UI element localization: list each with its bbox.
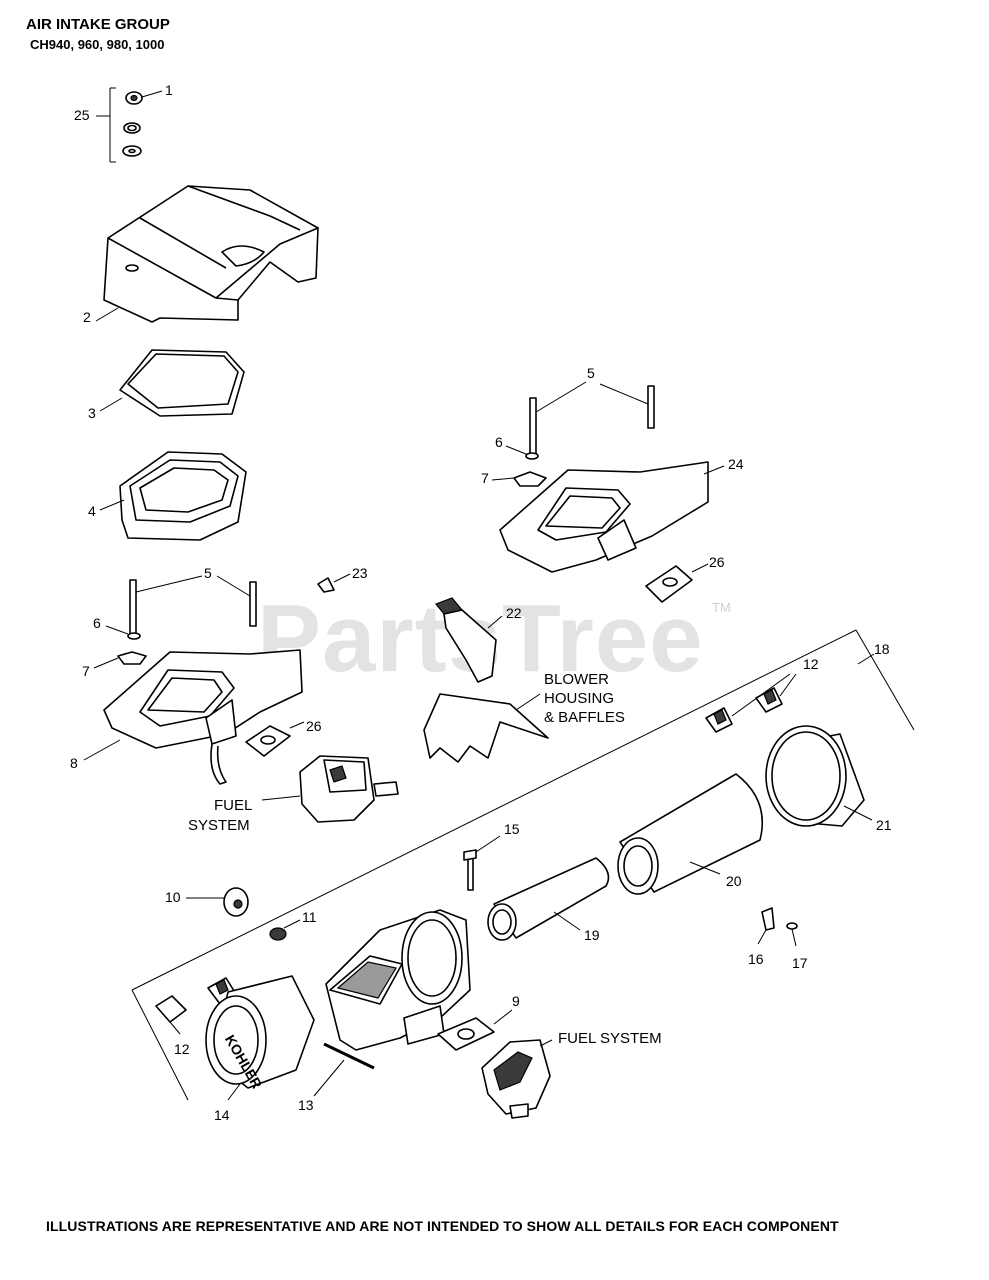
assembly-outline-18 [131,629,915,1101]
callout-16: 16 [748,951,764,967]
part-16-clip[interactable] [757,907,775,945]
part-6-washer-left[interactable] [105,625,141,640]
part-22-intake-duct[interactable] [435,597,503,683]
callout-7-left: 7 [82,663,90,679]
trademark-symbol: TM [712,600,731,615]
part-23-clip[interactable] [317,573,351,593]
part-4-air-filter-element[interactable] [99,451,247,541]
note-fuel-left-line1: FUEL [214,797,252,814]
part-6-washer-right[interactable] [505,445,539,460]
part-9-gasket[interactable] [437,1009,513,1051]
callout-26-left: 26 [306,718,322,734]
part-17-screw[interactable] [786,922,798,947]
part-5-studs-left[interactable] [129,575,257,639]
callout-5-right: 5 [587,365,595,381]
fuel-system-carburetor-right[interactable] [481,1039,553,1119]
callout-21: 21 [876,817,892,833]
note-fuel-right: FUEL SYSTEM [558,1030,662,1047]
part-25-washers[interactable] [122,122,142,157]
callout-9: 9 [512,993,520,1009]
part-5-studs-right[interactable] [529,381,655,455]
callout-14: 14 [214,1107,230,1123]
part-2-air-cleaner-cover[interactable] [95,185,319,323]
part-3-precleaner[interactable] [99,349,245,417]
part-19-inner-filter-element[interactable] [487,857,610,941]
callout-20: 20 [726,873,742,889]
part-21-filter-cover-ring[interactable] [765,725,873,827]
part-8-air-cleaner-base[interactable] [83,649,303,785]
callout-12-right: 12 [803,656,819,672]
callout-6-left: 6 [93,615,101,631]
note-fuel-left-line2: SYSTEM [188,817,250,834]
callout-22: 22 [506,605,522,621]
diagram-title: AIR INTAKE GROUP [26,16,170,33]
air-cleaner-housing[interactable] [325,909,471,1051]
part-24-air-cleaner-base-right[interactable] [499,461,725,573]
callout-17: 17 [792,955,808,971]
part-7-bracket-right[interactable] [491,471,547,487]
callout-23: 23 [352,565,368,581]
part-12-clamps-right[interactable] [705,673,797,733]
blower-housing-baffles[interactable] [423,693,549,763]
part-7-bracket-left[interactable] [93,651,147,669]
part-26-gasket-left[interactable] [245,721,305,757]
callout-5-left: 5 [204,565,212,581]
callout-4: 4 [88,503,96,519]
part-13-seal[interactable] [313,1042,375,1097]
callout-19: 19 [584,927,600,943]
part-1-wing-nut[interactable] [125,90,163,105]
part-26-gasket-right[interactable] [645,563,709,603]
callout-15: 15 [504,821,520,837]
callout-18: 18 [874,641,890,657]
part-15-bolt[interactable] [463,835,501,891]
part-20-main-filter-element[interactable] [617,773,764,895]
callout-24: 24 [728,456,744,472]
model-numbers: CH940, 960, 980, 1000 [30,37,165,52]
fuel-system-carburetor-left[interactable] [261,755,399,823]
callout-13: 13 [298,1097,314,1113]
callout-7-right: 7 [481,470,489,486]
callout-25: 25 [74,107,90,123]
callout-26-right: 26 [709,554,725,570]
callout-3: 3 [88,405,96,421]
part-10-knob[interactable] [186,887,249,917]
callout-12-left: 12 [174,1041,190,1057]
note-blower-line3: & BAFFLES [544,709,625,726]
disclaimer-footer: ILLUSTRATIONS ARE REPRESENTATIVE AND ARE… [46,1218,839,1234]
part-11-nut[interactable] [269,919,301,941]
callout-10: 10 [165,889,181,905]
callout-6-right: 6 [495,434,503,450]
callout-8: 8 [70,755,78,771]
part-14-kohler-cover[interactable]: KOHLER [205,975,315,1101]
note-blower-line1: BLOWER [544,671,609,688]
callout-2: 2 [83,309,91,325]
callout-1: 1 [165,82,173,98]
note-blower-line2: HOUSING [544,690,614,707]
callout-11: 11 [302,909,317,925]
group-bracket-25 [96,87,116,163]
